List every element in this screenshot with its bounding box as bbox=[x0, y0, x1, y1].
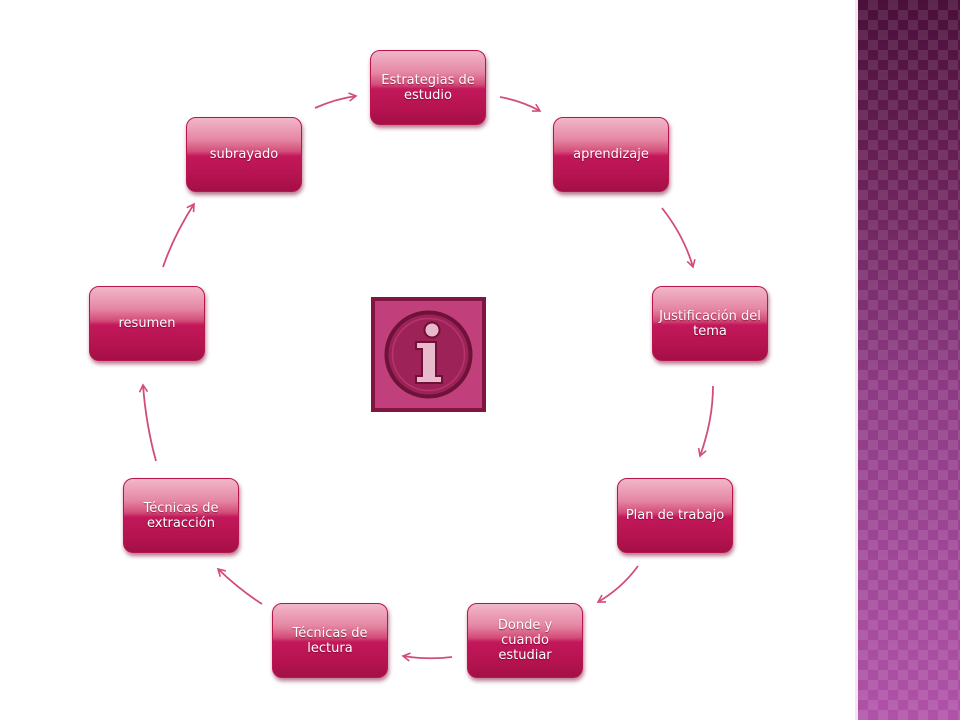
decorative-side-panel bbox=[855, 0, 960, 720]
node-subrayado: subrayado bbox=[186, 117, 302, 192]
arrow-donde-lectura bbox=[401, 652, 453, 662]
arrow-extraccion-resumen bbox=[138, 383, 157, 462]
node-justificacion-del-tema: Justificación del tema bbox=[652, 286, 768, 361]
node-label: Plan de trabajo bbox=[625, 508, 725, 523]
node-estrategias-de-estudio: Estrategias de estudio bbox=[370, 50, 486, 125]
arrow-lectura-extraccion bbox=[216, 567, 263, 605]
arrow-subrayado-estrategias bbox=[314, 92, 358, 109]
node-label: subrayado bbox=[209, 147, 279, 162]
node-tecnicas-de-lectura: Técnicas de lectura bbox=[272, 603, 388, 678]
arrow-plan-donde bbox=[596, 565, 639, 603]
node-aprendizaje: aprendizaje bbox=[553, 117, 669, 192]
node-label: Justificación del tema bbox=[659, 308, 761, 339]
node-resumen: resumen bbox=[89, 286, 205, 361]
node-label: Donde y cuando estudiar bbox=[497, 618, 553, 663]
node-label: Técnicas de lectura bbox=[292, 625, 368, 656]
arrow-estrategias-aprendizaje bbox=[499, 96, 542, 112]
node-label: Estrategias de estudio bbox=[381, 72, 475, 103]
node-label: Técnicas de extracción bbox=[143, 500, 219, 531]
info-icon bbox=[371, 297, 486, 412]
node-label: aprendizaje bbox=[573, 147, 649, 162]
arrow-aprendizaje-justificacion bbox=[661, 207, 696, 269]
node-tecnicas-de-extraccion: Técnicas de extracción bbox=[123, 478, 239, 553]
node-plan-de-trabajo: Plan de trabajo bbox=[617, 478, 733, 553]
node-donde-y-cuando-estudiar: Donde y cuando estudiar bbox=[467, 603, 583, 678]
arrow-justificacion-plan bbox=[697, 385, 714, 458]
node-label: resumen bbox=[118, 316, 176, 331]
arrow-resumen-subrayado bbox=[162, 202, 195, 268]
